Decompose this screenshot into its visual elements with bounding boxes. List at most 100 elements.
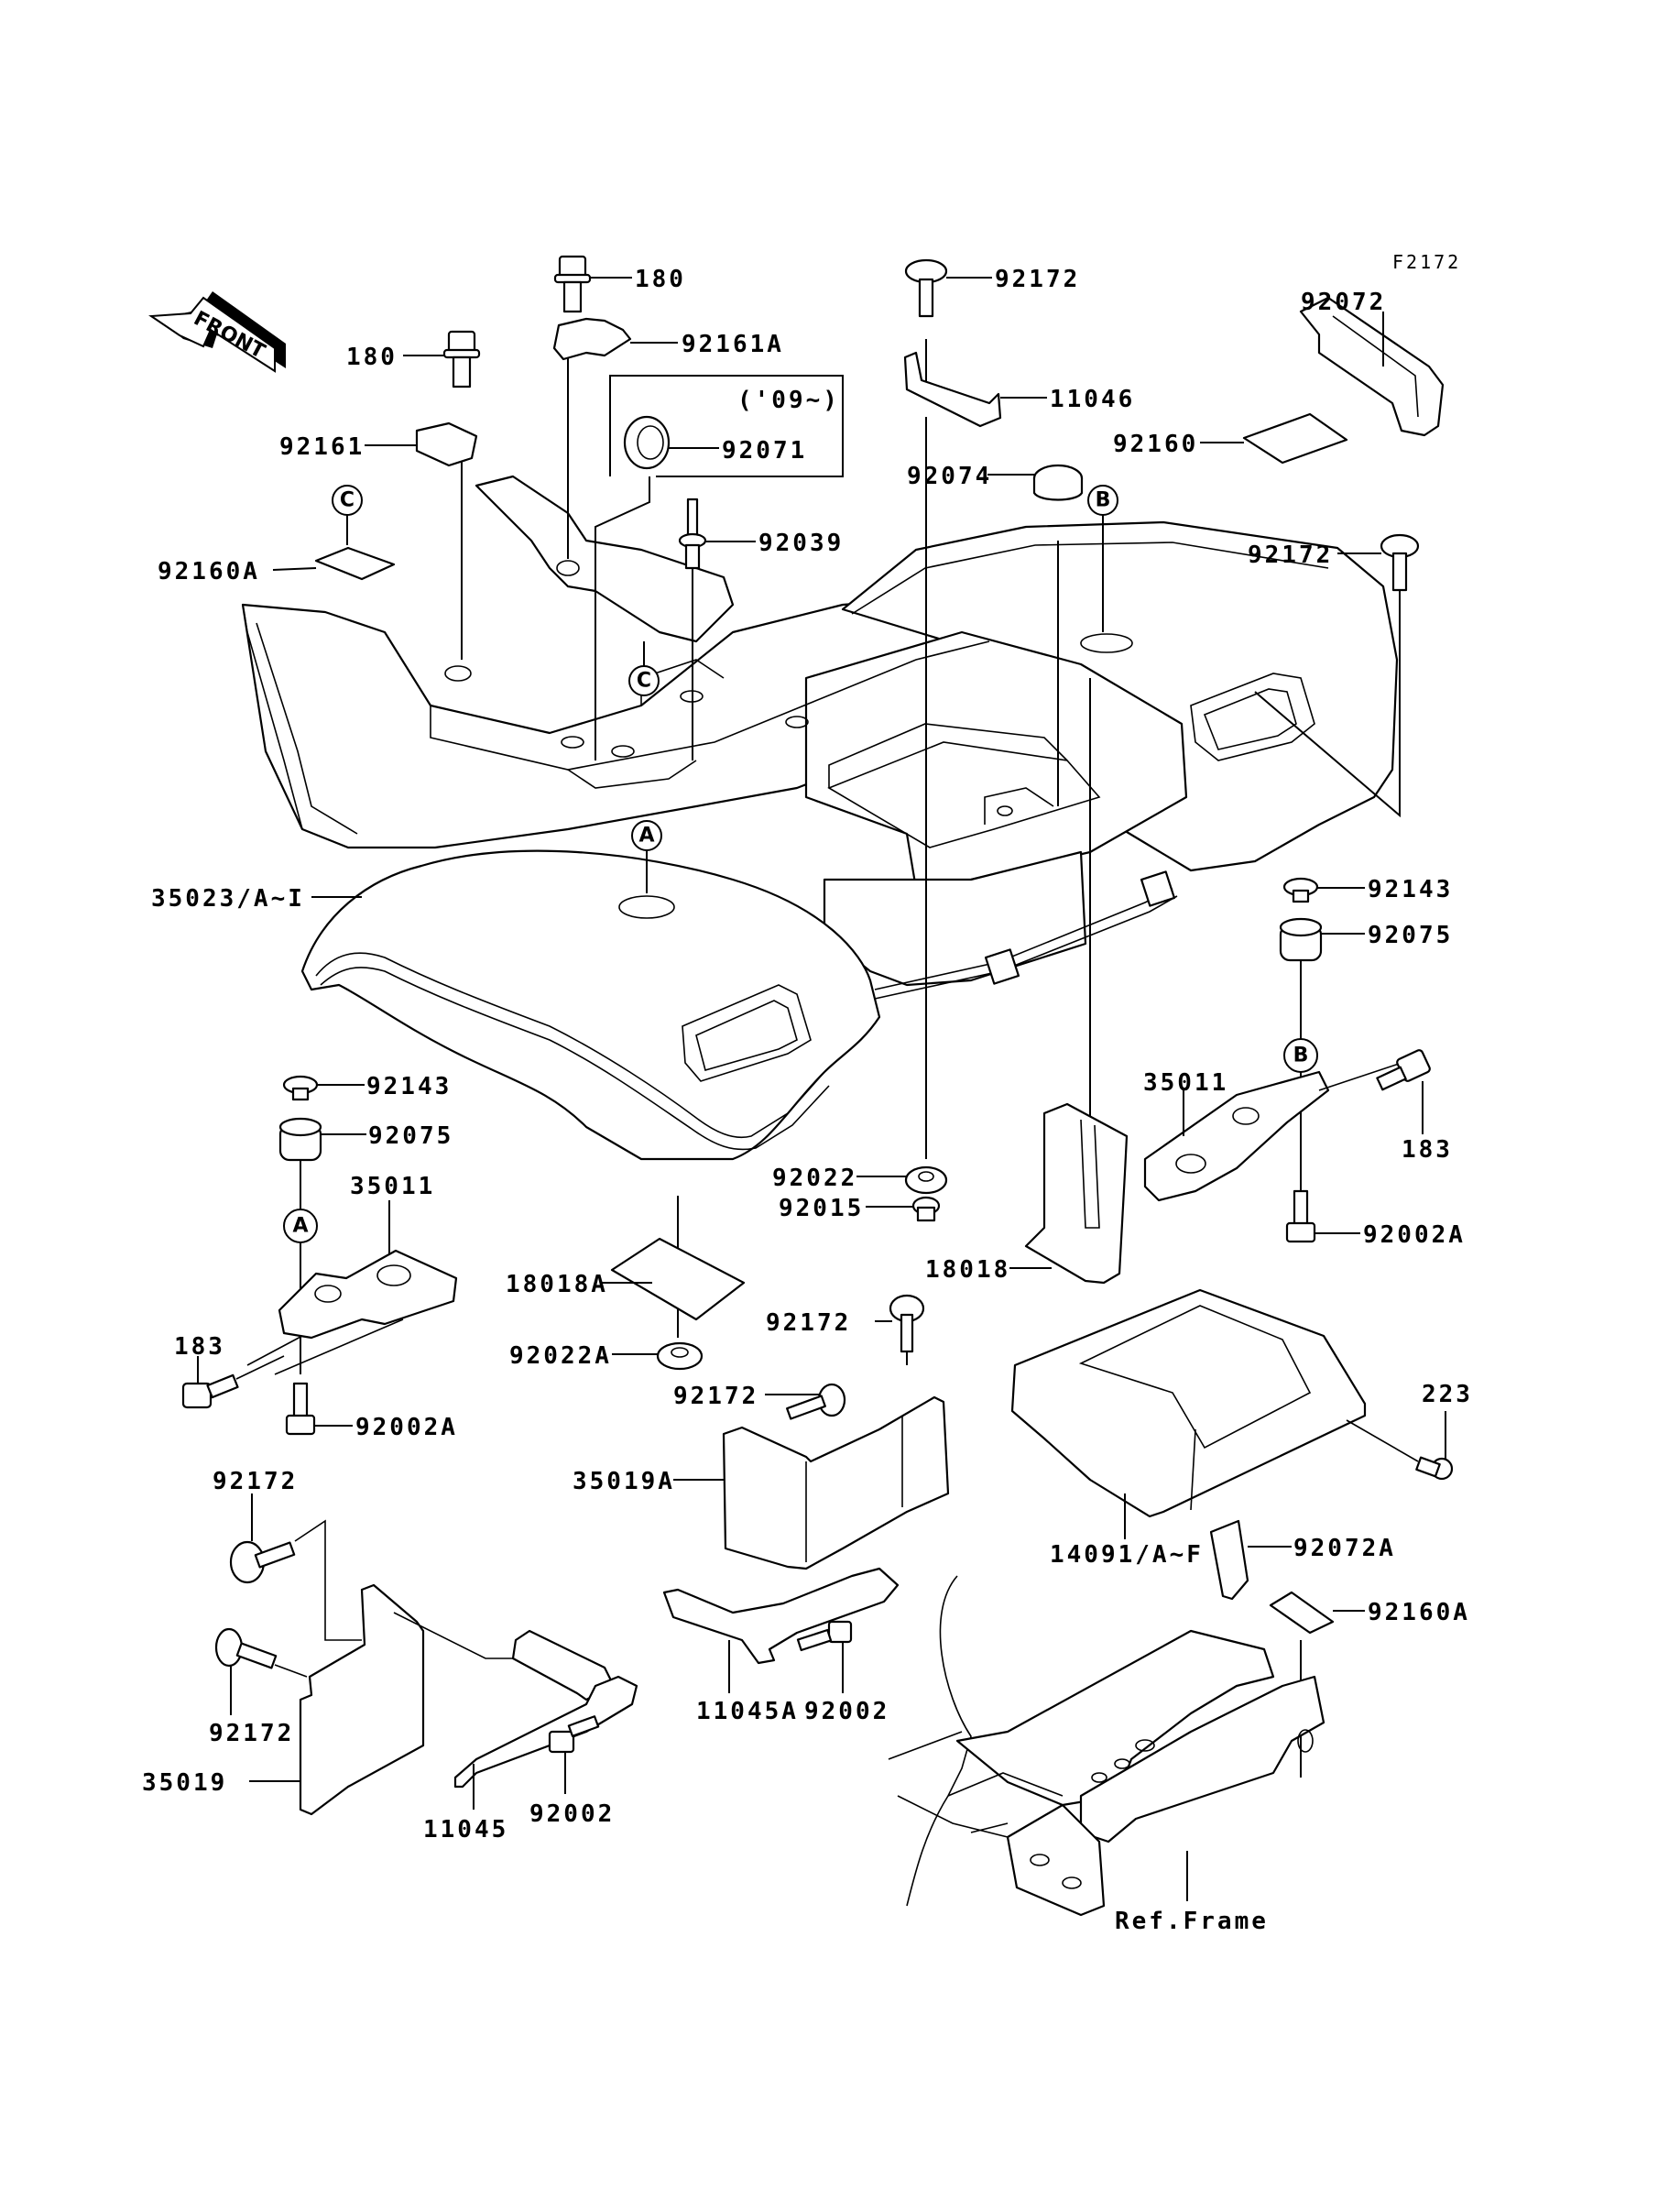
label-180-left: 180 — [346, 344, 398, 371]
label-92172-mid2: 92172 — [673, 1383, 758, 1410]
label-92172-low1: 92172 — [213, 1468, 298, 1495]
label-35011-left: 35011 — [350, 1173, 435, 1200]
svg-text:C: C — [637, 670, 651, 693]
label-92039: 92039 — [758, 530, 844, 557]
clip-11046 — [903, 351, 1047, 428]
year-note: ('09~) — [737, 387, 840, 414]
label-92143-right: 92143 — [1368, 876, 1453, 903]
washer-92022a — [612, 1341, 704, 1371]
bolt-180-top — [553, 255, 632, 313]
cap-92074 — [987, 464, 1084, 501]
bolt-92002-mid — [796, 1620, 853, 1693]
lid-14091 — [1010, 1288, 1367, 1539]
pad-92160 — [1200, 412, 1348, 465]
label-92022a: 92022A — [509, 1342, 612, 1370]
bolt-180-left — [403, 330, 481, 388]
label-92075-right: 92075 — [1368, 922, 1453, 949]
bracket-35011-left — [246, 1200, 458, 1375]
screw-223 — [1346, 1411, 1454, 1481]
label-180-top: 180 — [635, 266, 686, 293]
bracket-18018 — [1009, 1102, 1129, 1285]
nut-92015 — [866, 1196, 941, 1222]
ref-marker-c-top: C — [332, 485, 363, 516]
screw-92172-mid2 — [765, 1383, 846, 1420]
label-35023: 35023/A~I — [151, 885, 305, 913]
label-92002a-right: 92002A — [1363, 1221, 1466, 1249]
screw-92172-low2 — [214, 1627, 308, 1715]
label-11046: 11046 — [1050, 386, 1135, 413]
label-92072a: 92072A — [1293, 1535, 1396, 1562]
ref-marker-b-top: B — [1087, 485, 1118, 516]
label-92072: 92072 — [1301, 289, 1386, 316]
strap-92072a — [1209, 1519, 1292, 1601]
label-92071: 92071 — [722, 437, 807, 465]
reference-frame — [888, 1575, 1325, 1917]
stay-11045a — [662, 1567, 900, 1693]
bolt-183-right — [1376, 1049, 1431, 1134]
grommet-92075-right — [1279, 917, 1365, 962]
label-11045a: 11045A — [696, 1698, 799, 1725]
plate-18018a — [600, 1237, 746, 1321]
stay-11045 — [393, 1612, 638, 1810]
strap-92072 — [1299, 296, 1445, 437]
washer-92022 — [856, 1165, 948, 1195]
pad-92160a-right — [1269, 1591, 1365, 1635]
label-92160a-left: 92160A — [158, 558, 260, 585]
svg-text:A: A — [638, 825, 654, 848]
bolt-92002a-left — [285, 1382, 353, 1436]
bracket-35011-right — [1143, 1062, 1402, 1202]
screw-92172-top — [904, 258, 992, 318]
label-92002-low: 92002 — [529, 1800, 615, 1828]
bolt-183-left — [181, 1355, 285, 1409]
screw-92172-right — [1337, 533, 1420, 592]
label-92172-top: 92172 — [995, 266, 1080, 293]
label-92172-right: 92172 — [1248, 542, 1333, 569]
label-92160: 92160 — [1113, 431, 1198, 458]
label-92002a-left: 92002A — [355, 1414, 458, 1441]
label-14091: 14091/A~F — [1050, 1541, 1204, 1569]
bolt-92002a-right — [1285, 1189, 1360, 1243]
label-92161a: 92161A — [682, 331, 784, 358]
label-92161: 92161 — [279, 433, 365, 461]
label-35019: 35019 — [142, 1769, 227, 1797]
svg-text:A: A — [292, 1215, 308, 1238]
label-92075-left: 92075 — [368, 1122, 453, 1150]
label-11045: 11045 — [423, 1816, 508, 1843]
label-92172-low2: 92172 — [209, 1720, 294, 1747]
splash-guard-35019a — [673, 1395, 950, 1570]
pad-92160a-left — [272, 546, 396, 581]
label-92022: 92022 — [772, 1165, 857, 1192]
label-92160a-right: 92160A — [1368, 1599, 1470, 1626]
pin-92039 — [678, 498, 756, 570]
label-35019a: 35019A — [573, 1468, 675, 1495]
diagram-code: F2172 — [1392, 251, 1461, 273]
label-18018: 18018 — [925, 1256, 1010, 1284]
label-183-left: 183 — [174, 1333, 225, 1361]
grommet-92075-left — [278, 1117, 366, 1162]
bracket-92161a — [552, 317, 678, 361]
svg-text:B: B — [1293, 1045, 1309, 1067]
collar-92143-left — [282, 1075, 365, 1101]
bolt-92002-low — [548, 1715, 600, 1794]
year-variant-box: ('09~) — [609, 375, 844, 477]
svg-text:C: C — [340, 489, 355, 512]
label-183-right: 183 — [1402, 1136, 1453, 1164]
label-92172-mid: 92172 — [766, 1309, 851, 1337]
label-92074: 92074 — [907, 463, 992, 490]
ref-marker-c-mid: C — [628, 665, 660, 696]
ref-marker-a-left: A — [283, 1209, 318, 1243]
svg-text:B: B — [1096, 489, 1111, 512]
label-92002-mid: 92002 — [804, 1698, 889, 1725]
ref-marker-a-top: A — [631, 820, 662, 851]
bracket-92161 — [365, 421, 478, 467]
label-92143-left: 92143 — [366, 1073, 452, 1100]
label-18018a: 18018A — [506, 1271, 608, 1298]
screw-92172-mid — [875, 1294, 925, 1353]
ref-marker-b-right: B — [1283, 1038, 1318, 1073]
rear-fender-body — [241, 475, 1399, 1161]
screw-92172-low1 — [229, 1493, 362, 1641]
label-ref-frame: Ref.Frame — [1115, 1908, 1269, 1935]
collar-92143-right — [1282, 877, 1365, 903]
label-223: 223 — [1422, 1381, 1473, 1408]
